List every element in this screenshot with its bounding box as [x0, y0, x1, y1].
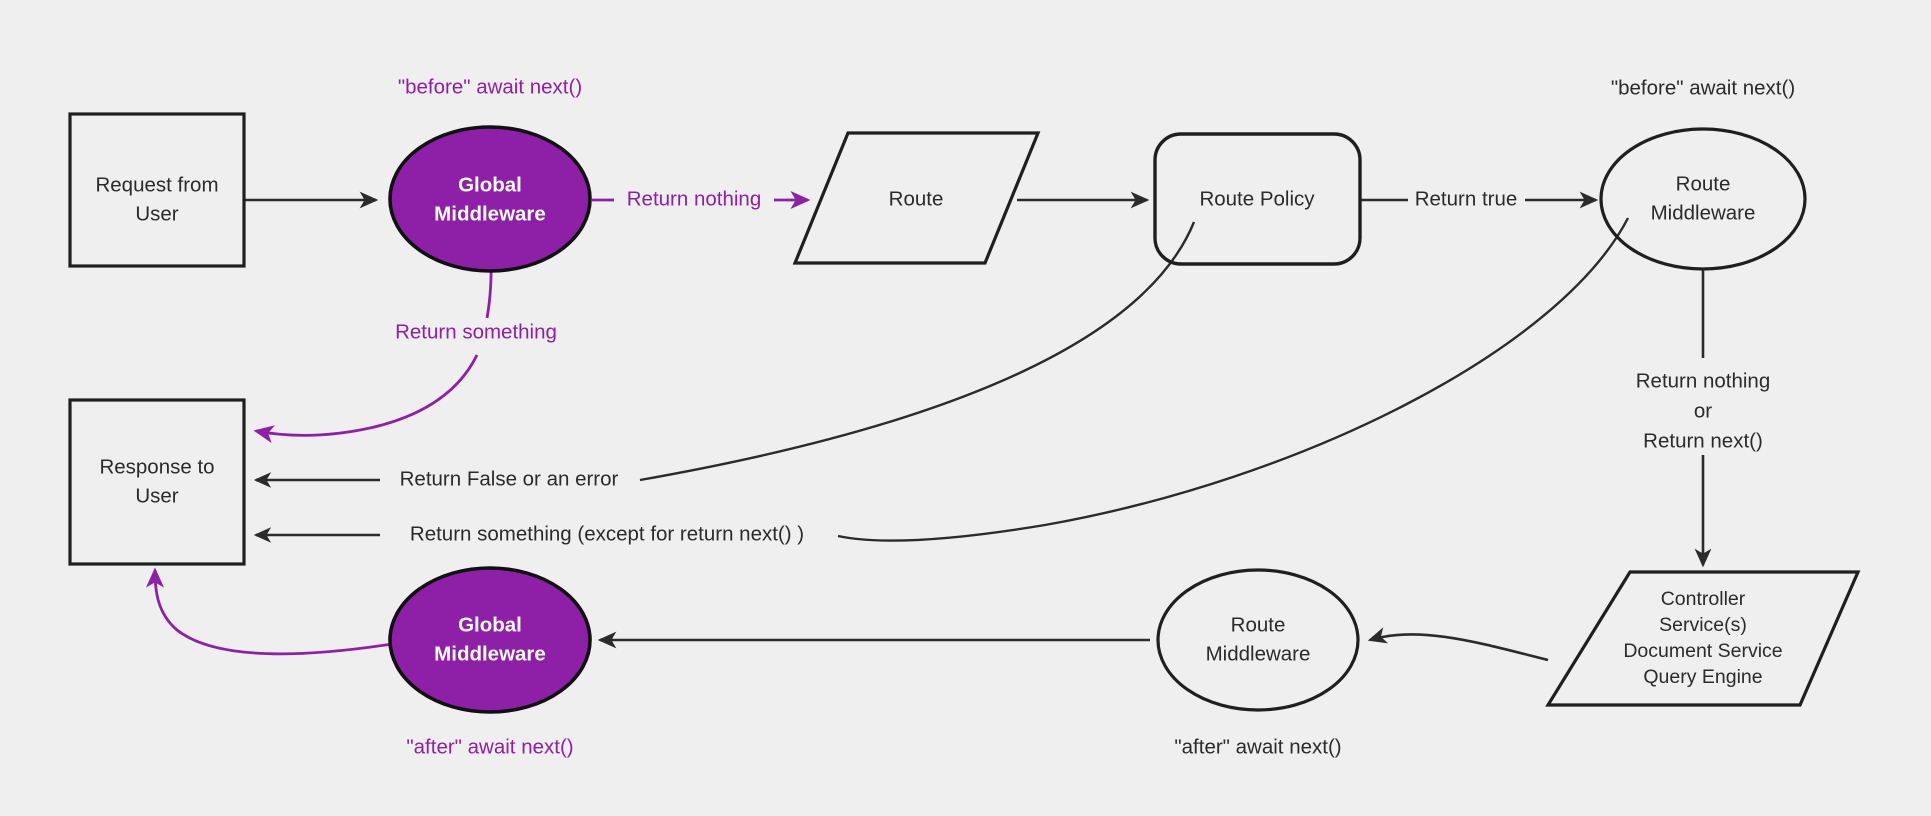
node-global-middleware-after-line2: Middleware — [434, 642, 546, 665]
node-global-middleware-after[interactable]: Global Middleware — [388, 566, 592, 714]
node-response-to-user-line2: User — [135, 484, 178, 507]
node-route[interactable]: Route — [792, 131, 1041, 265]
node-route-middleware-before-line2: Middleware — [1651, 201, 1756, 224]
node-controller-services[interactable]: Controller Service(s) Document Service Q… — [1545, 570, 1861, 707]
node-global-middleware-before[interactable]: Global Middleware — [388, 125, 592, 273]
edge-route-middleware-to-response-something — [837, 217, 1630, 542]
node-route-policy-label: Route Policy — [1199, 187, 1315, 210]
edge-global-after-to-response — [145, 567, 393, 656]
annotation-before-global-middleware: "before" await next() — [398, 75, 582, 98]
node-global-middleware-before-line1: Global — [458, 173, 522, 196]
annotation-after-route-middleware: "after" await next() — [1174, 735, 1341, 758]
edge-label-return-nothing-line3: Return next() — [1643, 429, 1763, 452]
edge-label-return-something-except-next: Return something (except for return next… — [410, 522, 804, 545]
node-route-middleware-before-line1: Route — [1676, 172, 1731, 195]
edge-label-return-nothing-line1: Return nothing — [1636, 369, 1770, 392]
node-response-to-user-line1: Response to — [99, 455, 214, 478]
edge-controller-to-route-middleware-after — [1367, 627, 1549, 662]
node-route-middleware-after-line2: Middleware — [1206, 642, 1311, 665]
edge-return-something-to-response — [253, 354, 479, 444]
node-request-from-user-line2: User — [135, 202, 178, 225]
node-global-middleware-before-line2: Middleware — [434, 202, 546, 225]
edge-label-return-something: Return something — [395, 320, 557, 343]
edge-label-return-false-or-error: Return False or an error — [400, 467, 619, 490]
node-controller-services-line4: Query Engine — [1643, 666, 1762, 688]
node-route-middleware-before[interactable]: Route Middleware — [1599, 127, 1807, 271]
edge-label-return-nothing-line2: or — [1694, 399, 1712, 422]
node-route-label: Route — [889, 187, 944, 210]
node-controller-services-line3: Document Service — [1623, 640, 1782, 662]
annotation-after-global-middleware: "after" await next() — [406, 735, 573, 758]
node-route-policy[interactable]: Route Policy — [1153, 132, 1362, 266]
edge-label-return-true: Return true — [1415, 187, 1518, 210]
annotation-before-route-middleware: "before" await next() — [1611, 76, 1795, 99]
node-controller-services-line2: Service(s) — [1659, 614, 1747, 636]
node-request-from-user-line1: Request from — [95, 173, 218, 196]
node-route-middleware-after[interactable]: Route Middleware — [1156, 568, 1360, 712]
edge-label-return-nothing: Return nothing — [627, 187, 761, 210]
node-request-from-user[interactable]: Request from User — [68, 112, 246, 268]
node-route-middleware-after-line1: Route — [1231, 613, 1286, 636]
edge-route-policy-to-response-false — [639, 221, 1196, 482]
node-controller-services-line1: Controller — [1661, 588, 1746, 610]
node-response-to-user[interactable]: Response to User — [68, 398, 246, 566]
node-global-middleware-after-line1: Global — [458, 613, 522, 636]
